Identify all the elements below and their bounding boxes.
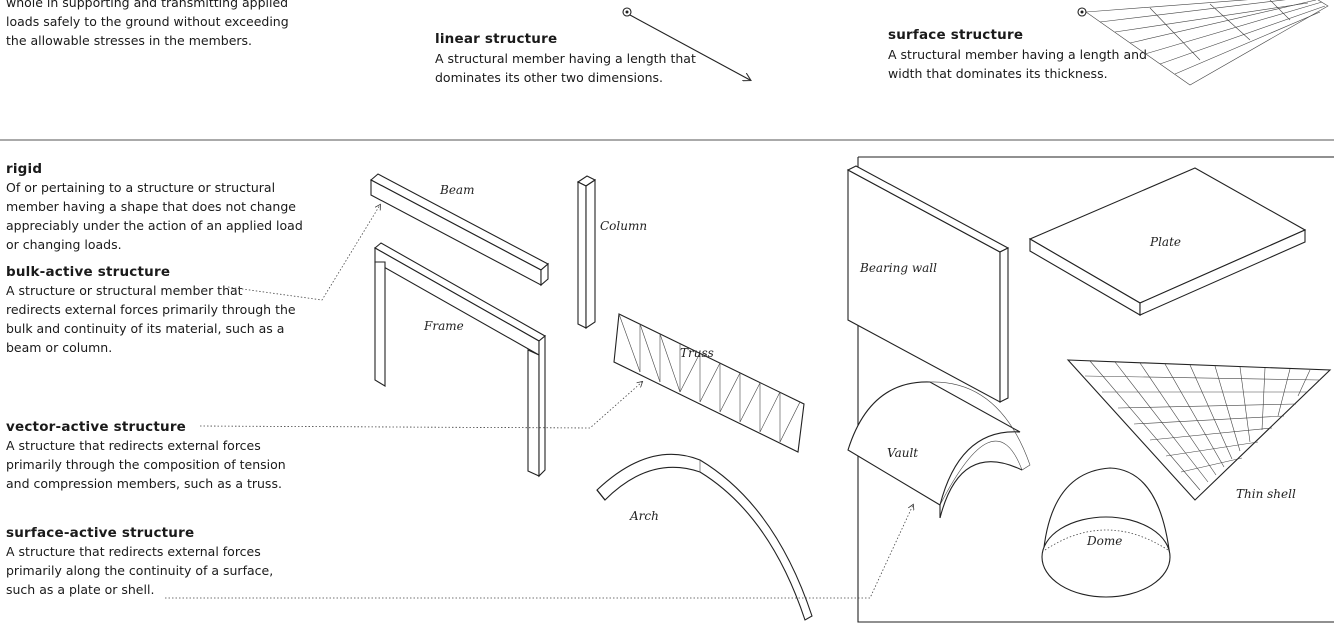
definition-line: A structural member having a length that [435, 51, 696, 66]
definition-line: such as a plate or shell. [6, 582, 155, 597]
definition-line: A structural member having a length and [888, 47, 1147, 62]
definition-line: redirects external forces primarily thro… [6, 302, 296, 317]
bearing-wall-drawing: Bearing wall [846, 165, 1010, 403]
definition-line: A structure or structural member that [6, 283, 243, 298]
definition-line: appreciably under the action of an appli… [6, 218, 303, 233]
frame-label: Frame [423, 319, 464, 333]
vault-label: Vault [887, 446, 918, 460]
bulk-active-term: bulk-active structure [6, 264, 171, 280]
definition-line: bulk and continuity of its material, suc… [6, 321, 285, 336]
beam-label: Beam [439, 183, 474, 197]
vector-leader [199, 382, 642, 429]
leader-lines [165, 205, 913, 599]
surface-structure-term: surface structure [888, 27, 1024, 43]
definition-line: member having a shape that does not chan… [6, 199, 296, 214]
definition-line: width that dominates its thickness. [888, 66, 1108, 81]
beam-drawing: Beam [370, 173, 549, 287]
column-drawing: Column [576, 175, 647, 330]
plate-drawing: Plate [1028, 167, 1307, 316]
bearing-wall-label: Bearing wall [859, 261, 937, 275]
vector-active-term: vector-active structure [6, 419, 187, 435]
arch-label: Arch [629, 509, 659, 523]
definition-line: beam or column. [6, 340, 113, 355]
definition-line: primarily through the composition of ten… [6, 457, 286, 472]
vault-drawing: Vault [847, 381, 1031, 519]
thin-shell-drawing: Thin shell [1066, 359, 1332, 501]
arch-drawing: Arch [596, 453, 813, 621]
rigid-term: rigid [6, 161, 43, 177]
frame-drawing: Frame [374, 242, 546, 478]
definition-line: A structure that redirects external forc… [6, 544, 261, 559]
definition-line: Of or pertaining to a structure or struc… [6, 180, 276, 195]
column-label: Column [600, 219, 647, 233]
truss-label: Truss [680, 346, 714, 360]
thin-shell-label: Thin shell [1236, 487, 1296, 501]
definition-line: dominates its other two dimensions. [435, 70, 664, 85]
definition-line: primarily along the continuity of a surf… [6, 563, 274, 578]
linear-member-drawing [622, 7, 750, 80]
intro-line: loads safely to the ground without excee… [6, 14, 289, 29]
definition-line: A structure that redirects external forc… [6, 438, 261, 453]
intro-line: the allowable stresses in the members. [6, 33, 253, 48]
dome-drawing: Dome [1041, 467, 1171, 598]
surface-member-drawing [1077, 0, 1329, 86]
intro-line: whole in supporting and transmitting app… [6, 0, 289, 10]
bulk-leader [227, 205, 380, 301]
definition-line: and compression members, such as a truss… [6, 476, 282, 491]
linear-structure-term: linear structure [435, 31, 558, 47]
surface-leader [165, 505, 913, 599]
plate-label: Plate [1149, 235, 1181, 249]
dome-label: Dome [1086, 534, 1122, 548]
truss-drawing: Truss [613, 313, 805, 453]
surface-active-term: surface-active structure [6, 525, 195, 541]
definition-line: or changing loads. [6, 237, 122, 252]
